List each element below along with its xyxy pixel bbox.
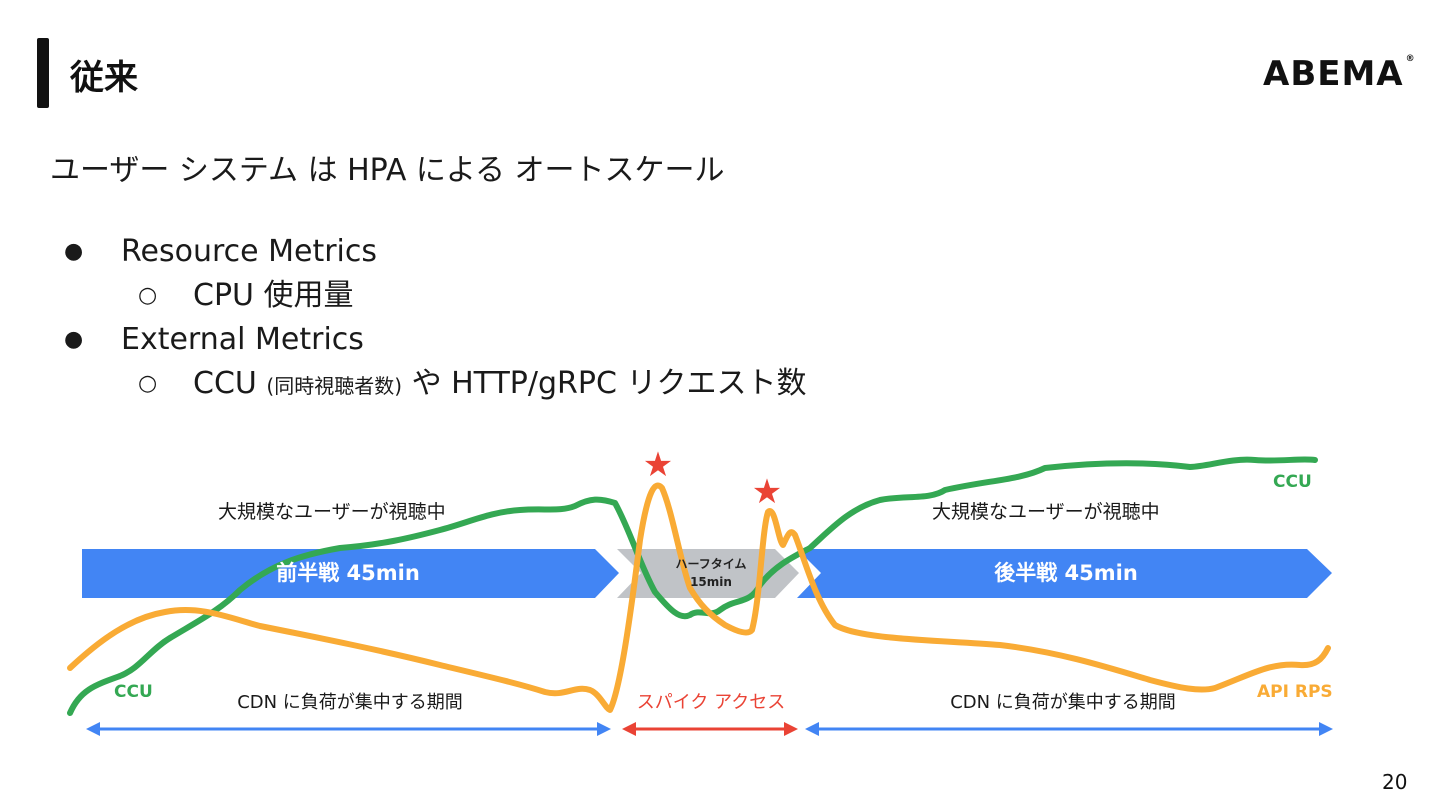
sub-bullet-item: ○ CPU 使用量	[121, 273, 806, 318]
logo-mark: ®	[1405, 54, 1416, 64]
sub-bullet-note: (同時視聴者数)	[266, 374, 403, 398]
bullet-dot-icon: ●	[64, 239, 84, 264]
second-half-label: 後半戦 45min	[994, 561, 1138, 585]
sub-bullet-list: ○ CCU (同時視聴者数) や HTTP/gRPC リクエスト数	[121, 361, 806, 409]
ccu-line	[67, 456, 1318, 716]
slide-title: 従来	[70, 58, 138, 98]
viewing-label-left: 大規模なユーザーが視聴中	[218, 501, 446, 523]
bullet-circle-icon: ○	[138, 371, 158, 396]
slide-subtitle: ユーザー システム は HPA による オートスケール	[50, 153, 725, 188]
first-half-label: 前半戦 45min	[276, 561, 420, 585]
bullet-item: ● Resource Metrics ○ CPU 使用量	[64, 230, 806, 318]
second-half-arrow	[797, 549, 1332, 598]
bullet-text: Resource Metrics	[121, 234, 378, 269]
viewing-label-right: 大規模なユーザーが視聴中	[932, 501, 1160, 523]
api-rps-label: API RPS	[1257, 682, 1333, 702]
ccu-label-left: CCU	[114, 682, 153, 702]
cdn-period-arrow-right	[805, 722, 1333, 736]
cdn-period-arrow-left	[86, 722, 611, 736]
bullet-circle-icon: ○	[138, 283, 158, 308]
sub-bullet-rest: や HTTP/gRPC リクエスト数	[411, 366, 807, 401]
sub-bullet-text: CCU	[193, 366, 257, 401]
sub-bullet-list: ○ CPU 使用量	[121, 273, 806, 318]
sub-bullet-text: CPU 使用量	[193, 278, 354, 313]
halftime-label: ハーフタイム	[675, 557, 746, 571]
cdn-period-label-right: CDN に負荷が集中する期間	[950, 692, 1176, 713]
first-half-arrow	[82, 549, 619, 598]
title-accent-bar	[37, 38, 49, 108]
bullet-text: External Metrics	[121, 322, 364, 357]
spike-star-icon: ★	[752, 472, 782, 512]
logo-text: ABEMA	[1263, 54, 1404, 94]
halftime-duration: 15min	[690, 575, 732, 589]
sub-bullet-item: ○ CCU (同時視聴者数) や HTTP/gRPC リクエスト数	[121, 361, 806, 409]
spike-period-arrow	[622, 722, 798, 736]
abema-logo: ABEMA®	[1263, 54, 1416, 94]
cdn-period-label-left: CDN に負荷が集中する期間	[237, 692, 463, 713]
api-rps-line	[67, 482, 1331, 713]
bullet-dot-icon: ●	[64, 327, 84, 352]
bullet-item: ● External Metrics ○ CCU (同時視聴者数) や HTTP…	[64, 318, 806, 409]
page-number: 20	[1382, 770, 1408, 794]
spike-star-icon: ★	[643, 445, 673, 485]
halftime-chevron	[617, 549, 799, 598]
spike-period-label: スパイク アクセス	[637, 692, 785, 713]
bullet-list: ● Resource Metrics ○ CPU 使用量 ● External …	[64, 230, 806, 409]
ccu-label-right: CCU	[1273, 472, 1312, 492]
